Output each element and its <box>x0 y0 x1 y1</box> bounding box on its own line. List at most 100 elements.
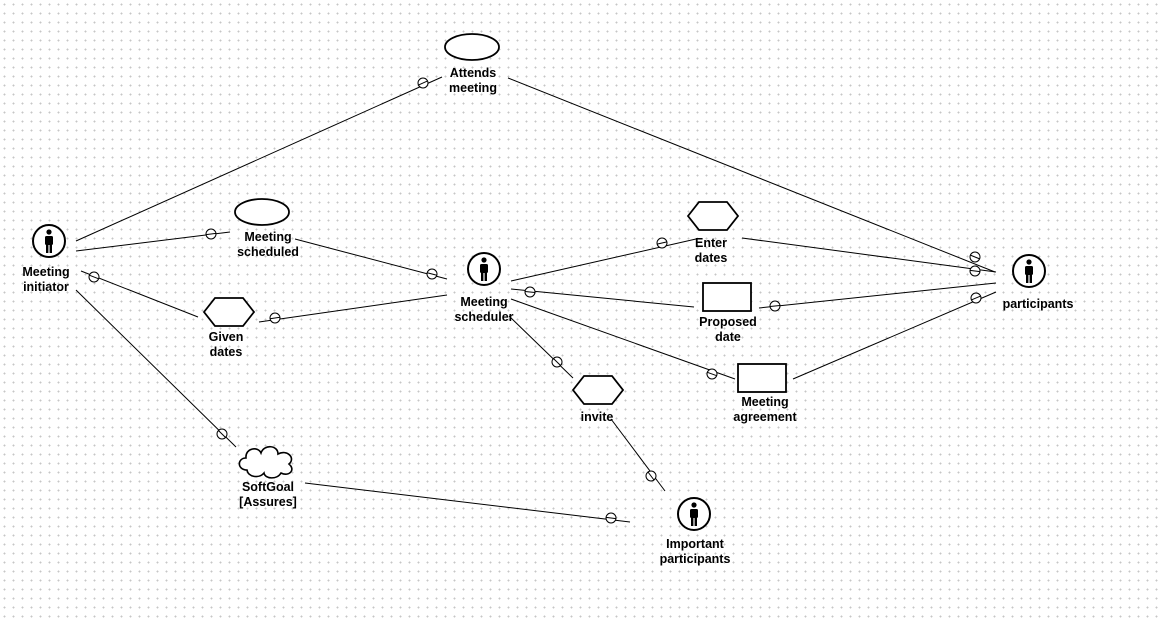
invite-label: invite <box>580 410 614 424</box>
dependency-line <box>792 291 997 380</box>
dependency-line <box>75 231 231 252</box>
dependency-meeting-scheduler-proposed-date-participants <box>510 282 997 312</box>
dependency-line <box>294 238 448 280</box>
dependency-marker <box>605 512 617 524</box>
marker-bar <box>524 291 536 293</box>
marker-bar <box>89 274 99 280</box>
task-hexagon <box>686 201 740 231</box>
person-icon <box>480 257 488 281</box>
meeting-scheduler-node <box>467 252 501 286</box>
participants-label: participants <box>1002 297 1074 311</box>
diagram-nodes <box>32 33 1046 531</box>
person-head <box>1026 259 1032 265</box>
dependency-marker <box>417 77 429 89</box>
attends-meeting-node <box>444 33 500 61</box>
person-head <box>691 502 697 508</box>
meeting-scheduled-node <box>234 198 290 226</box>
person-leg-right <box>694 517 697 526</box>
resource-rect <box>702 282 752 312</box>
dependency-meeting-initiator-meeting-scheduled-meeting-scheduler <box>75 228 448 280</box>
marker-bar <box>269 316 281 320</box>
marker-bar <box>418 80 428 86</box>
important-participants-node <box>677 497 711 531</box>
dependency-line <box>510 288 695 308</box>
dependency-marker <box>551 356 563 368</box>
person-icon <box>690 502 698 526</box>
dependency-links <box>75 76 997 524</box>
dependency-meeting-initiator-softgoal-assures-important-participants <box>75 289 631 524</box>
softgoal-assures-label: SoftGoal[Assures] <box>239 480 297 509</box>
person-icon <box>1025 259 1033 283</box>
dependency-marker <box>706 368 718 380</box>
marker-bar <box>769 304 781 308</box>
person-leg-right <box>49 244 52 253</box>
person-body <box>480 264 488 273</box>
person-leg-left <box>1026 274 1029 283</box>
dependency-line <box>741 237 997 273</box>
dependency-line <box>75 76 443 242</box>
enter-dates-node <box>686 201 740 231</box>
task-hexagon <box>571 375 625 405</box>
softgoal-assures-node <box>238 445 293 479</box>
dependency-marker <box>269 312 281 324</box>
dependency-meeting-scheduler-invite-important-participants <box>508 315 666 492</box>
dependency-line <box>510 238 697 282</box>
marker-bar <box>647 471 655 481</box>
given-dates-node <box>202 297 256 327</box>
person-leg-right <box>1029 274 1032 283</box>
marker-bar <box>971 295 981 301</box>
meeting-initiator-node <box>32 224 66 258</box>
dependency-line <box>258 294 448 323</box>
dependency-line <box>510 298 736 380</box>
dependency-line <box>75 289 237 448</box>
person-leg-right <box>484 272 487 281</box>
dependency-marker <box>969 265 981 277</box>
dependency-meeting-scheduler-meeting-agreement-participants <box>510 291 997 380</box>
dependency-line <box>610 418 666 492</box>
task-hexagon <box>202 297 256 327</box>
softgoal-cloud <box>238 445 293 479</box>
dependency-marker <box>88 271 100 283</box>
resource-rect <box>737 363 787 393</box>
dependency-marker <box>205 228 217 240</box>
dependency-line <box>758 282 997 309</box>
person-head <box>481 257 487 263</box>
person-leg-left <box>691 517 694 526</box>
dependency-meeting-initiator-attends-meeting-participants <box>75 76 996 273</box>
marker-bar <box>969 269 981 273</box>
dependency-marker <box>216 428 228 440</box>
person-head <box>46 229 52 235</box>
dependency-line <box>304 482 631 523</box>
dependency-marker <box>645 470 657 482</box>
person-body <box>1025 266 1033 275</box>
marker-bar <box>970 254 980 260</box>
dependency-marker <box>769 300 781 312</box>
meeting-agreement-node <box>737 363 787 393</box>
dependency-marker <box>524 286 536 298</box>
dependency-marker <box>656 237 668 249</box>
dependency-line <box>507 77 996 273</box>
goal-ellipse <box>234 198 290 226</box>
dependency-line <box>508 315 574 379</box>
proposed-date-node <box>702 282 752 312</box>
marker-bar <box>707 371 717 377</box>
dependency-line <box>80 270 199 318</box>
marker-bar <box>427 272 437 276</box>
dependency-marker <box>426 268 438 280</box>
marker-bar <box>553 358 561 366</box>
invite-node <box>571 375 625 405</box>
person-body <box>45 236 53 245</box>
marker-bar <box>218 430 226 438</box>
dependency-marker <box>970 292 982 304</box>
marker-bar <box>605 516 617 520</box>
